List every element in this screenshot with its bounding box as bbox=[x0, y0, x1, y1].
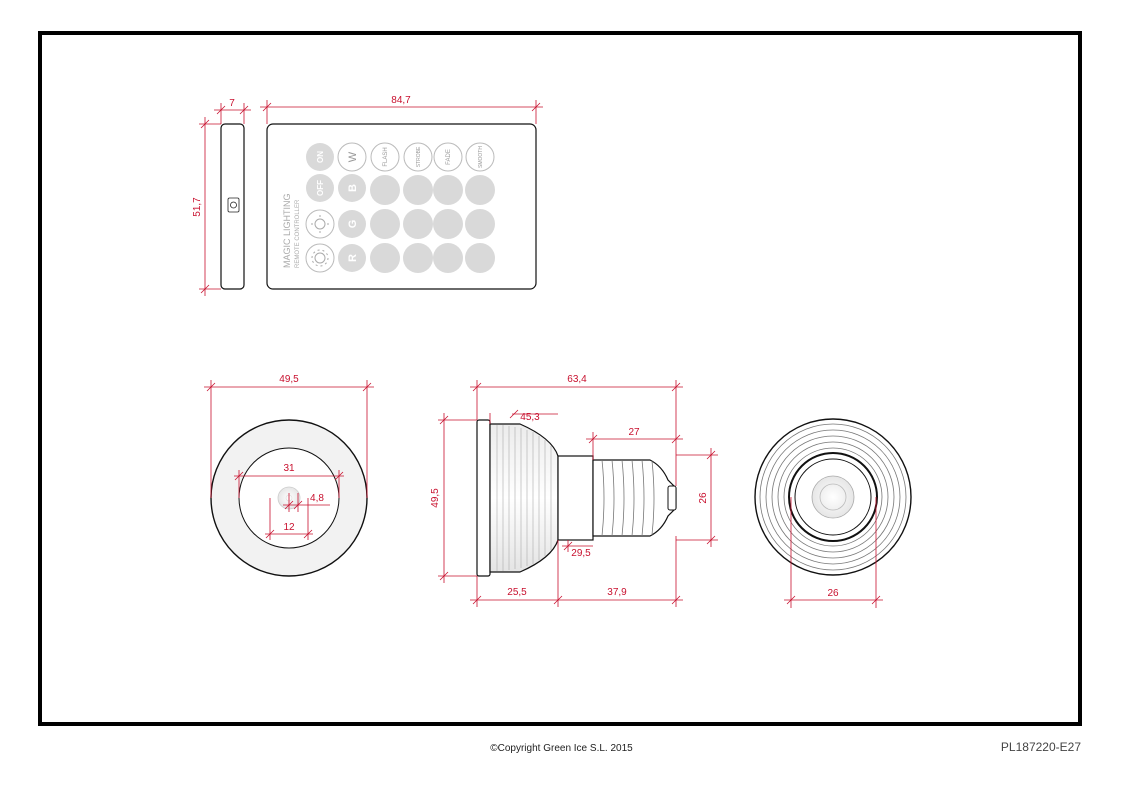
bulb-side-base-diameter-dimension: 26 bbox=[676, 448, 718, 547]
dim-remote-width: 84,7 bbox=[391, 95, 411, 106]
drawing-frame bbox=[38, 31, 1082, 726]
bulb-front-lens-dimension: 4,8 bbox=[283, 493, 330, 512]
remote-brand-line2: REMOTE CONTROLLER bbox=[295, 199, 301, 268]
bulb-thread bbox=[601, 459, 655, 537]
remote-button-smooth bbox=[465, 142, 495, 172]
brightness-down-icon bbox=[311, 249, 329, 267]
dim-front-outer: 49,5 bbox=[279, 374, 299, 385]
remote-button-b bbox=[338, 174, 366, 202]
bulb-rear-view bbox=[754, 418, 912, 576]
bulb-side-reflector-dimension: 45,3 bbox=[489, 409, 558, 424]
bulb-side-base-length-dimension: 27 bbox=[586, 427, 683, 460]
dim-side-head: 49,5 bbox=[430, 488, 441, 508]
dim-side-base-diameter: 26 bbox=[698, 492, 709, 504]
bulb-front-inner-dimension: 31 bbox=[234, 463, 344, 498]
svg-text:FLASH: FLASH bbox=[383, 147, 389, 166]
bulb-side-length-dimension: 63,4 bbox=[470, 374, 683, 486]
svg-text:OFF: OFF bbox=[316, 180, 325, 196]
bulb-front-small-dimension: 12 bbox=[265, 498, 313, 540]
dim-side-length: 63,4 bbox=[567, 374, 587, 385]
remote-thickness-dimension: 7 bbox=[214, 98, 251, 124]
bulb-side-head-dimension: 49,5 bbox=[430, 413, 477, 583]
dim-side-rear-part: 37,9 bbox=[607, 587, 627, 598]
remote-front-view: MAGIC LIGHTING REMOTE CONTROLLER ON OFF … bbox=[266, 123, 537, 290]
bulb-side-parts-dimension: 25,5 37,9 bbox=[470, 536, 683, 607]
svg-text:B: B bbox=[347, 184, 359, 192]
remote-button-w bbox=[337, 142, 367, 172]
remote-button-off bbox=[306, 174, 334, 202]
dim-side-reflector: 45,3 bbox=[520, 412, 540, 423]
brightness-up-icon bbox=[311, 215, 329, 233]
remote-button-r bbox=[338, 244, 366, 272]
remote-color-button-grid bbox=[370, 175, 495, 273]
dim-side-base-length: 27 bbox=[628, 427, 640, 438]
drawing-code: PL187220-E27 bbox=[1000, 740, 1081, 754]
svg-text:R: R bbox=[347, 254, 359, 262]
remote-button-brightness-down bbox=[305, 243, 335, 273]
remote-button-g bbox=[338, 210, 366, 238]
remote-brand-line1: MAGIC LIGHTING bbox=[282, 193, 292, 268]
svg-text:FADE: FADE bbox=[446, 149, 452, 165]
dim-rear-diameter: 26 bbox=[827, 588, 839, 599]
bulb-side-neck-dimension: 29,5 bbox=[562, 540, 593, 559]
remote-height-dimension: 51,7 bbox=[192, 117, 221, 296]
dim-side-neck: 29,5 bbox=[571, 548, 591, 559]
dim-remote-thickness: 7 bbox=[229, 98, 235, 109]
remote-button-strobe bbox=[403, 142, 433, 172]
copyright-text: ©Copyright Green Ice S.L. 2015 bbox=[490, 743, 633, 754]
remote-width-dimension: 84,7 bbox=[260, 95, 543, 124]
svg-text:SMOOTH: SMOOTH bbox=[478, 146, 484, 168]
svg-text:W: W bbox=[347, 151, 359, 162]
dim-side-front-part: 25,5 bbox=[507, 587, 527, 598]
remote-button-on bbox=[306, 143, 334, 171]
svg-text:G: G bbox=[347, 220, 359, 229]
remote-button-fade bbox=[433, 142, 463, 172]
remote-button-brightness-up bbox=[305, 209, 335, 239]
bulb-side-view bbox=[476, 419, 677, 577]
svg-text:ON: ON bbox=[316, 151, 325, 163]
dim-remote-height: 51,7 bbox=[192, 197, 203, 217]
bulb-front-outer-dimension: 49,5 bbox=[204, 374, 374, 498]
dim-front-lens: 4,8 bbox=[310, 493, 324, 504]
dim-front-inner: 31 bbox=[283, 463, 295, 474]
dim-front-small: 12 bbox=[283, 522, 295, 533]
remote-side-view bbox=[220, 123, 245, 290]
svg-text:STROBE: STROBE bbox=[416, 146, 422, 167]
bulb-rear-dimension: 26 bbox=[784, 497, 883, 608]
remote-button-flash bbox=[370, 142, 400, 172]
remote-brand-text: MAGIC LIGHTING REMOTE CONTROLLER bbox=[282, 193, 301, 268]
